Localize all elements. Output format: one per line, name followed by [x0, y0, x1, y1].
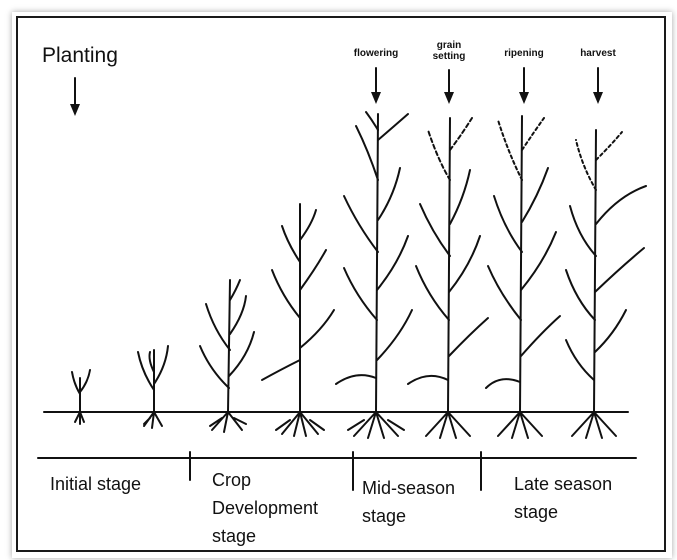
initial-stage-label: Initial stage — [50, 470, 180, 498]
plant-seedling — [72, 370, 90, 424]
crop-development-stage-label: Crop Development stage — [212, 466, 347, 550]
mid-season-stage-label: Mid-season stage — [362, 474, 477, 530]
late-season-stage-label: Late season stage — [514, 470, 654, 526]
planting-label: Planting — [42, 44, 118, 68]
plant-developing — [200, 280, 254, 432]
harvest-label: harvest — [563, 48, 633, 59]
grain-setting-arrow — [444, 70, 454, 104]
ripening-arrow — [519, 68, 529, 104]
plant-grain-setting — [408, 118, 488, 438]
plant-ripening — [486, 116, 560, 438]
harvest-arrow — [593, 68, 603, 104]
plant-tall — [262, 204, 334, 436]
plant-young — [138, 346, 168, 428]
flowering-label: flowering — [341, 48, 411, 59]
plant-harvest — [566, 130, 646, 438]
ripening-label: ripening — [489, 48, 559, 59]
grain-setting-label: grain setting — [423, 40, 475, 62]
plant-flowering — [336, 112, 412, 438]
planting-arrow — [70, 78, 80, 116]
flowering-arrow — [371, 68, 381, 104]
